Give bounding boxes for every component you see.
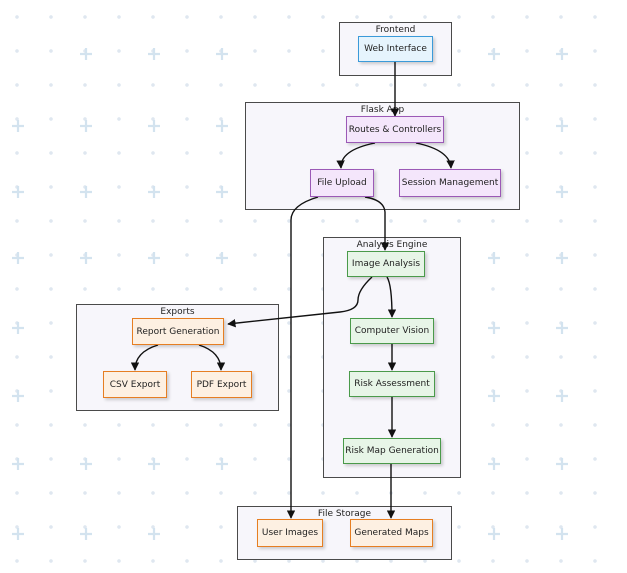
- group-title-analysis-engine: Analysis Engine: [356, 240, 428, 250]
- group-title-flask-app: Flask App: [360, 105, 405, 115]
- group-title-frontend: Frontend: [375, 25, 416, 35]
- node-web-interface: Web Interface: [358, 36, 433, 62]
- group-title-file-storage: File Storage: [317, 509, 372, 519]
- node-pdf-export: PDF Export: [191, 371, 252, 398]
- node-image-analysis: Image Analysis: [347, 251, 425, 277]
- edge-upload-to-user-images: [286, 196, 319, 519]
- node-user-images: User Images: [257, 519, 323, 547]
- node-file-upload: File Upload: [310, 169, 374, 197]
- node-csv-export: CSV Export: [103, 371, 167, 398]
- node-session-management: Session Management: [399, 169, 501, 197]
- node-generated-maps: Generated Maps: [350, 519, 433, 547]
- node-routes-controllers: Routes & Controllers: [346, 116, 444, 143]
- group-title-exports: Exports: [160, 307, 195, 317]
- node-risk-map-generation: Risk Map Generation: [343, 438, 441, 464]
- node-risk-assessment: Risk Assessment: [349, 371, 435, 397]
- node-computer-vision: Computer Vision: [350, 318, 434, 344]
- node-report-generation: Report Generation: [132, 318, 224, 345]
